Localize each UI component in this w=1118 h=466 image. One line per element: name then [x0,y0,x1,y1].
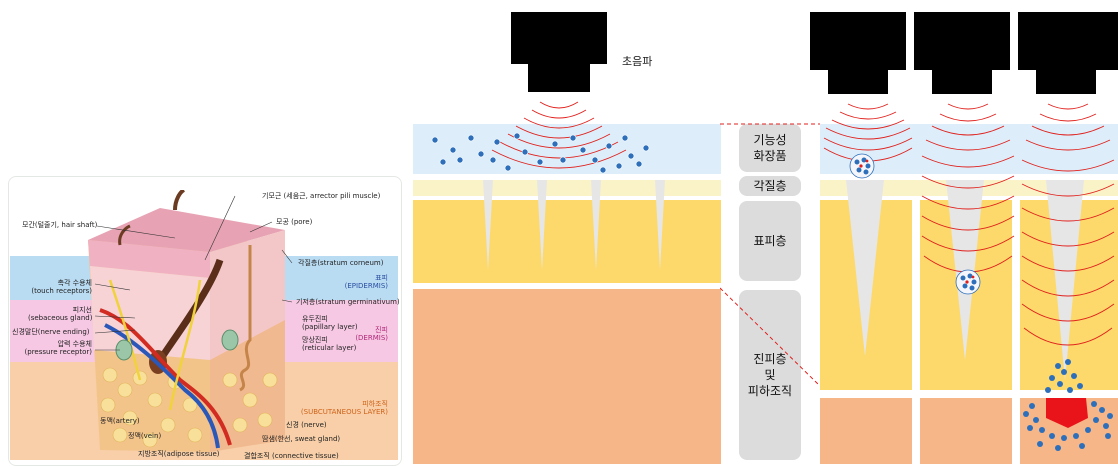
ultrasound-label: 초음파 [622,55,653,68]
zone-label-epidermis: 표피 (EPIDERMIS) [344,274,388,291]
label-hair-shaft: 모간(털줄기, hair shaft) [22,221,98,229]
label-sebaceous-gland: 피지선 (sebaceous gland) [28,306,93,323]
ultrasound-probe-stage1-neck [828,70,888,94]
cosmetic-layer [413,124,721,174]
label-stratum-corneum: 각질층(stratum corneum) [298,259,384,267]
label-artery: 동맥(artery) [100,417,140,425]
label-adipose-tissue: 지방조직(adipose tissue) [138,450,220,458]
stage2-dermis [920,398,1012,464]
skin-block-top [88,208,285,252]
ultrasound-probe-center-neck [528,64,590,92]
label-arrector-pili: 기모근 (세움근, arrector pili muscle) [262,192,381,200]
pressure-receptor-2 [221,329,239,351]
label-nerve: 신경 (nerve) [286,421,327,429]
label-pore: 모공 (pore) [276,218,313,226]
label-reticular-layer: 망상진피 (reticular layer) [302,336,357,353]
hair-shaft-2 [118,224,131,246]
microchannels [483,180,665,270]
ultrasound-probe-stage1 [810,12,906,70]
label-vein: 정맥(vein) [128,432,162,440]
label-sweat-gland: 땀샘(한선, sweat gland) [262,435,341,443]
label-nerve-ending: 신경말단(nerve ending) [12,328,90,336]
epidermis-layer-mid [413,200,721,283]
sweat-gland [239,245,252,392]
ultrasound-probe-stage2-neck [932,70,992,94]
ultrasound-probe-stage3-neck [1036,70,1096,94]
side-label-stratum-corneum: 각질층 [739,176,801,196]
stage1-waves [823,103,913,162]
ultrasound-probe-center [511,12,607,64]
nerve [108,279,202,411]
side-label-dermis-subcutis: 진피층 및 피하조직 [739,290,801,460]
label-stratum-germinativum: 기저층(stratum germinativum) [296,298,400,306]
label-connective-tissue: 결합조직 (connective tissue) [244,452,339,460]
adipose-globules [100,367,278,448]
ultrasound-probe-stage3 [1018,12,1118,70]
side-label-epidermis: 표피층 [739,201,801,281]
stage1-particle-cluster [849,153,875,179]
label-pressure-receptor: 압력 수용체 (pressure receptor) [24,340,92,357]
cosmetic-particles [431,132,650,174]
zone-label-subcutaneous: 피하조직 (SUBCUTANEOUS LAYER) [300,400,388,417]
hair-shaft [173,190,186,211]
dermis-side [210,230,285,360]
stages-overlay [823,103,1115,451]
epidermis-layer [88,240,210,278]
middle-diagram-overlay [431,101,665,270]
dermis-layer-mid [413,289,721,464]
zone-label-dermis: 진피 (DERMIS) [355,326,388,343]
stage2-waves [921,103,1015,273]
zoom-connector [720,123,821,387]
skin-block-illustration [88,190,285,452]
stage3-heat-release [1023,359,1113,451]
ultrasound-probe-stage2 [914,12,1010,70]
ultrasound-waves-center [491,101,627,169]
stage1-dermis [820,398,912,464]
stage2-particle-cluster [955,269,981,295]
label-papillary-layer: 유두진피 (papillary layer) [302,315,358,332]
side-label-functional-cosmetic: 기능성 화장품 [739,124,801,172]
stage3-released-particles [1023,359,1113,451]
stage3-waves [1021,103,1115,346]
label-touch-receptors: 촉각 수용체 (touch receptors) [31,279,92,296]
label-leader-lines [94,195,293,351]
